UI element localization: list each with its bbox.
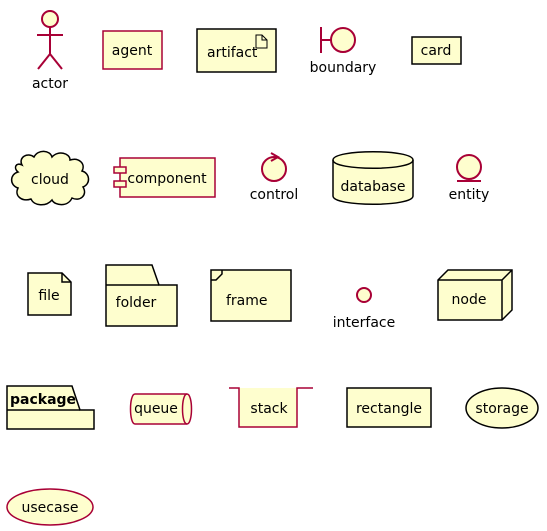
- database-element[interactable]: database: [332, 151, 414, 205]
- actor-label: actor: [32, 76, 68, 92]
- card-element[interactable]: card: [411, 36, 462, 65]
- agent-element[interactable]: agent: [102, 30, 163, 70]
- frame-tab: [211, 270, 223, 281]
- entity-label: entity: [449, 187, 490, 203]
- rectangle-element[interactable]: rectangle: [346, 387, 432, 428]
- boundary-element[interactable]: boundary: [310, 27, 377, 76]
- file-label: file: [38, 288, 59, 304]
- agent-box: [102, 30, 163, 70]
- usecase-element[interactable]: usecase: [6, 488, 94, 526]
- interface-element[interactable]: interface: [333, 287, 395, 331]
- component-icon: [113, 166, 127, 174]
- agent-label: agent: [112, 43, 153, 59]
- control-icon: [261, 152, 287, 182]
- stack-outline: [229, 387, 313, 428]
- file-element[interactable]: file: [27, 272, 72, 316]
- queue-label: queue: [134, 401, 178, 417]
- folder-element[interactable]: folder: [105, 264, 178, 327]
- stack-box: [239, 388, 297, 427]
- database-rim: [332, 159, 414, 169]
- storage-shape: [465, 387, 539, 429]
- folder-label: folder: [116, 295, 157, 311]
- queue-element[interactable]: queue: [129, 393, 193, 425]
- stack-label: stack: [250, 401, 288, 417]
- actor-icon: [37, 10, 63, 70]
- component-label: component: [127, 171, 207, 187]
- boundary-label: boundary: [310, 60, 377, 76]
- database-label: database: [341, 179, 406, 195]
- usecase-shape: [6, 488, 94, 526]
- folder-shape: [105, 264, 178, 327]
- rectangle-box: [346, 387, 432, 428]
- component-box: [119, 157, 216, 198]
- storage-element[interactable]: storage: [465, 387, 539, 429]
- interface-icon: [356, 287, 372, 303]
- artifact-icon: [255, 34, 268, 49]
- database-shape: [332, 151, 414, 205]
- card-box: [411, 36, 462, 65]
- node-label: node: [452, 292, 487, 308]
- node-edges: [438, 269, 513, 320]
- package-shape: [6, 385, 95, 430]
- cloud-label: cloud: [31, 172, 69, 188]
- actor-element[interactable]: actor: [32, 10, 68, 92]
- entity-element[interactable]: entity: [449, 154, 490, 203]
- file-shape: [27, 272, 72, 316]
- boundary-icon: [320, 27, 356, 53]
- artifact-element[interactable]: artifact: [196, 28, 277, 73]
- component-icon-lower: [113, 180, 127, 188]
- package-label: package: [10, 392, 76, 408]
- frame-element[interactable]: frame: [210, 269, 292, 322]
- frame-box: [210, 269, 292, 322]
- artifact-label: artifact: [207, 45, 258, 61]
- interface-label: interface: [333, 315, 395, 331]
- storage-label: storage: [475, 401, 528, 417]
- entity-icon: [456, 154, 482, 182]
- control-label: control: [250, 187, 299, 203]
- card-label: card: [421, 43, 452, 59]
- component-element[interactable]: component: [113, 157, 216, 198]
- node-shape: [437, 269, 513, 321]
- cloud-element[interactable]: cloud: [10, 150, 90, 206]
- package-element[interactable]: package: [6, 385, 95, 430]
- rectangle-label: rectangle: [356, 401, 422, 417]
- cloud-shape: [10, 150, 90, 206]
- control-element[interactable]: control: [250, 152, 299, 203]
- node-element[interactable]: node: [437, 269, 513, 321]
- queue-end: [181, 393, 188, 425]
- file-corner: [61, 273, 71, 283]
- usecase-label: usecase: [22, 500, 79, 516]
- frame-label: frame: [226, 293, 268, 309]
- stack-element[interactable]: stack: [229, 387, 313, 428]
